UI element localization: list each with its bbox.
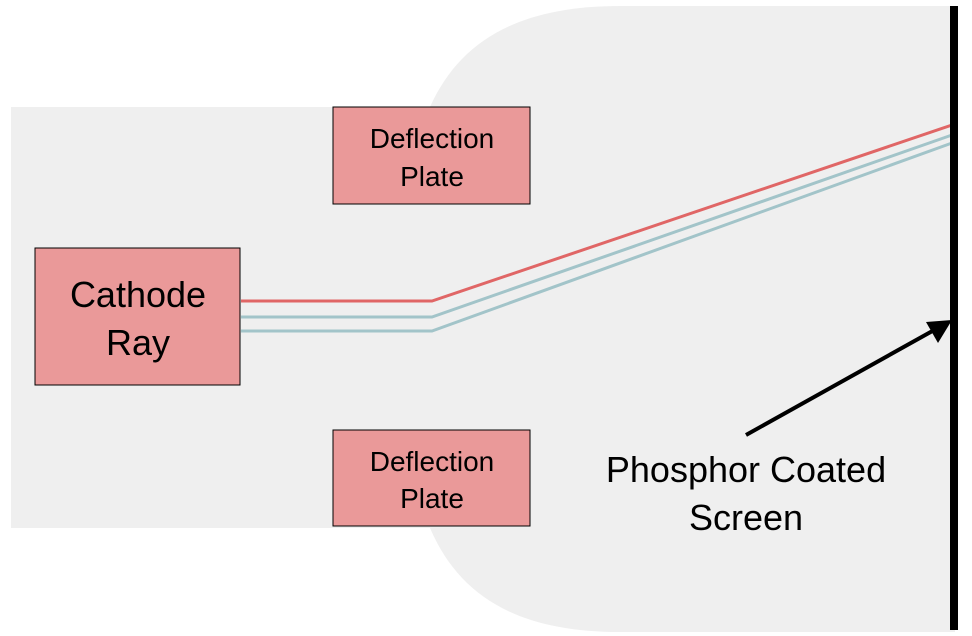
beam-primary: [241, 123, 953, 303]
deflection-plate-bottom-label-line1: Deflection: [370, 446, 495, 477]
deflection-plate-top-label-line2: Plate: [400, 161, 464, 192]
cathode-ray-rect: [34, 247, 241, 386]
deflection-plate-bottom-label-line2: Plate: [400, 483, 464, 514]
deflection-plate-top-rect: [332, 106, 531, 205]
beam-secondary-1: [241, 133, 953, 319]
cathode-ray-box: Cathode Ray: [34, 247, 241, 386]
screen-label-line2: Screen: [689, 497, 803, 538]
deflection-plate-top-label-line1: Deflection: [370, 123, 495, 154]
screen-callout-arrow: [745, 320, 952, 437]
beam-secondary-2: [241, 141, 953, 333]
cathode-ray-label-line2: Ray: [106, 322, 170, 363]
arrowhead-icon: [926, 320, 952, 343]
electron-beams: [241, 123, 953, 333]
deflection-plate-bottom: Deflection Plate: [332, 429, 531, 527]
deflection-plate-top: Deflection Plate: [332, 106, 531, 205]
tube-bulb: [430, 6, 955, 632]
phosphor-screen: [950, 6, 958, 630]
screen-label-line1: Phosphor Coated: [606, 449, 886, 490]
deflection-plate-bottom-rect: [332, 429, 531, 527]
cathode-ray-label-line1: Cathode: [70, 274, 206, 315]
arrow-shaft: [745, 327, 937, 437]
